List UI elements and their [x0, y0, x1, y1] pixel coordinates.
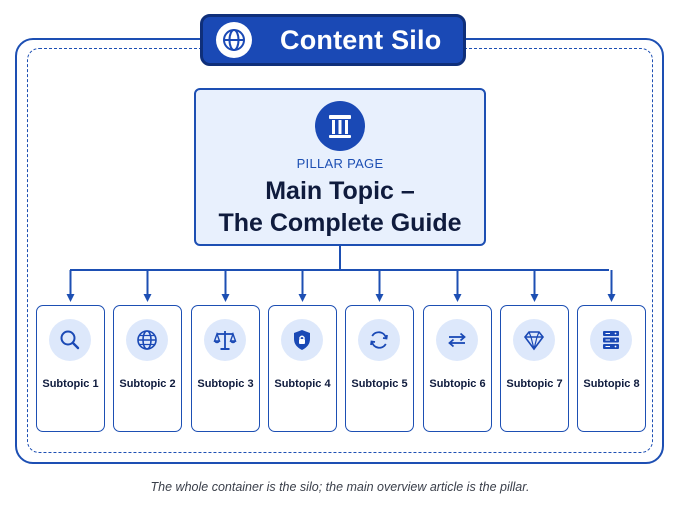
- subtopic-label: Subtopic 4: [274, 378, 331, 390]
- subtopic-card: Subtopic 7: [500, 305, 569, 432]
- pillar-title-line1: Main Topic –: [265, 177, 415, 205]
- subtopic-label: Subtopic 5: [351, 378, 408, 390]
- pillar-page-card: PILLAR PAGE Main Topic – The Complete Gu…: [194, 88, 486, 246]
- search-icon: [49, 319, 91, 361]
- pillar-title-line2: The Complete Guide: [218, 209, 462, 237]
- subtopic-card: Subtopic 6: [423, 305, 492, 432]
- pillar-column-icon: [315, 101, 365, 151]
- globe-icon: [126, 319, 168, 361]
- scales-icon: [204, 319, 246, 361]
- pillar-page-label: PILLAR PAGE: [296, 156, 384, 171]
- subtopic-card: Subtopic 5: [345, 305, 414, 432]
- refresh-icon: [358, 319, 400, 361]
- subtopic-card: Subtopic 8: [577, 305, 646, 432]
- subtopic-label: Subtopic 6: [429, 378, 486, 390]
- globe-icon: [216, 22, 252, 58]
- subtopic-label: Subtopic 2: [119, 378, 176, 390]
- subtopic-card: Subtopic 3: [191, 305, 260, 432]
- subtopic-card: Subtopic 2: [113, 305, 182, 432]
- server-icon: [590, 319, 632, 361]
- page-title: Content Silo: [280, 24, 442, 55]
- subtopic-label: Subtopic 3: [197, 378, 254, 390]
- shield-lock-icon: [281, 319, 323, 361]
- subtopic-label: Subtopic 8: [583, 378, 640, 390]
- header-title-banner: Content Silo: [200, 14, 466, 66]
- diamond-icon: [513, 319, 555, 361]
- subtopic-card: Subtopic 4: [268, 305, 337, 432]
- subtopic-label: Subtopic 7: [506, 378, 563, 390]
- diagram-caption: The whole container is the silo; the mai…: [150, 480, 530, 494]
- swap-arrows-icon: [436, 319, 478, 361]
- subtopic-label: Subtopic 1: [42, 378, 99, 390]
- subtopic-card: Subtopic 1: [36, 305, 105, 432]
